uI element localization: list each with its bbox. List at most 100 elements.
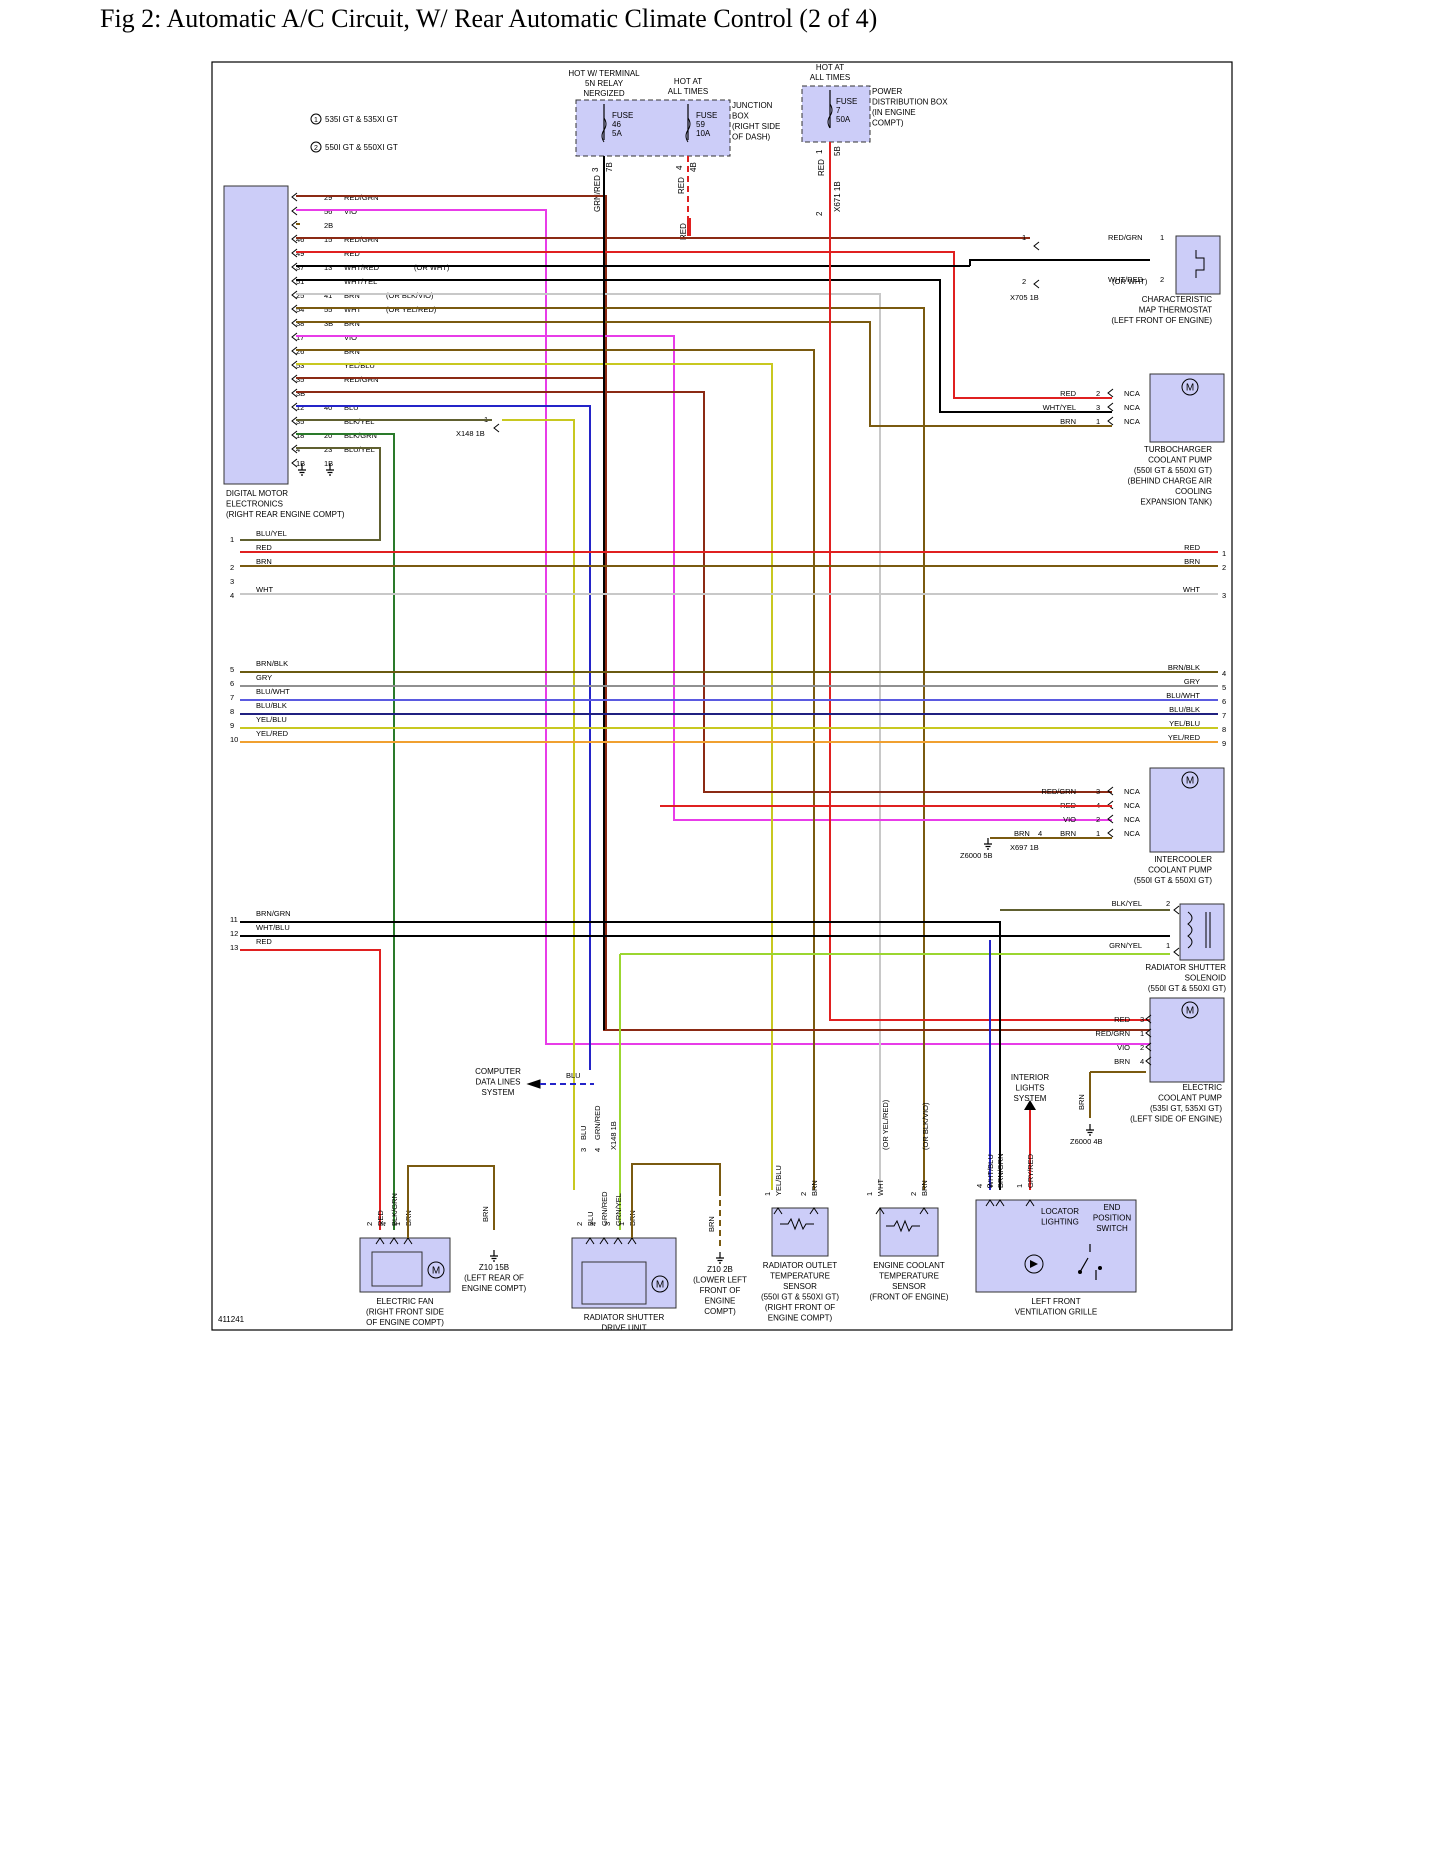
pin-label: 1 (1015, 1184, 1024, 1188)
pin-label: 12 (296, 403, 304, 412)
characteristic-map-thermostat (1175, 235, 1221, 295)
diagram-label: (535I GT, 535XI GT) (1150, 1104, 1222, 1113)
wire-label: BLU (566, 1071, 581, 1080)
connector-icon (291, 234, 298, 244)
wire-wht-ect (296, 293, 881, 1190)
diagram-label: TEMPERATURE (770, 1272, 830, 1281)
diagram-label: MAP THERMOSTAT (1139, 306, 1212, 315)
pin-label: 4 (1140, 1057, 1144, 1066)
pin-label: 35 (296, 375, 304, 384)
connector-icon (1145, 1014, 1152, 1024)
pin-label: 1B (324, 459, 333, 468)
connector-icon (1145, 1028, 1152, 1038)
connector-icon (1107, 814, 1114, 824)
pin-label: 2 (815, 211, 824, 216)
pin-label: 2 (909, 1192, 918, 1196)
pin-label: 4 (379, 1222, 388, 1226)
diagram-label: JUNCTION (732, 101, 773, 110)
pin-label: 12 (230, 929, 238, 938)
diagram-label: SENSOR (892, 1282, 926, 1291)
pin-label: 8 (1222, 725, 1226, 734)
pin-label: 29 (324, 193, 332, 202)
pin-label: 1 (1140, 1029, 1144, 1038)
motor-icon (1181, 1001, 1199, 1019)
figure-id: 411241 (218, 1315, 245, 1324)
pin-label: 3 (603, 1222, 612, 1226)
pin-label: 4 (230, 591, 234, 600)
pin-label: 5 (230, 665, 234, 674)
pin-label: 2 (1096, 389, 1100, 398)
diagram-label: LIGHTING (1041, 1218, 1079, 1227)
electric-coolant-pump (1149, 997, 1225, 1083)
radiator-shutter-solenoid (1179, 903, 1225, 961)
pin-label: 4 (675, 165, 684, 170)
motor-icon (1181, 771, 1199, 789)
pin-label: 20 (324, 431, 332, 440)
diagram-label: 50A (836, 115, 851, 124)
wire-brn-ros (296, 349, 815, 1190)
wire-label: RED/GRN (1041, 787, 1076, 796)
sensor-icon (780, 1217, 814, 1231)
pin-label: 7B (605, 162, 614, 172)
pin-label: 1 (393, 1222, 402, 1226)
diagram-label: OF ENGINE COMPT) (366, 1318, 444, 1327)
pin-label: 25 (296, 291, 304, 300)
pin-label: 2 (985, 1184, 994, 1188)
pin-label: 2 (1140, 1043, 1144, 1052)
diagram-label: Z10 15B (479, 1263, 509, 1272)
diagram-label: (LEFT SIDE OF ENGINE) (1130, 1115, 1222, 1124)
wire-note: (OR BLK/VIO) (921, 1102, 930, 1150)
wire-label: VIO (344, 207, 357, 216)
diagram-label: FUSE (696, 111, 717, 120)
diagram-label: COOLING (1175, 487, 1212, 496)
connector-icon (291, 402, 298, 412)
sensor-icon (886, 1219, 920, 1233)
ground-id: Z6000 5B (960, 851, 993, 860)
diagram-label: RADIATOR SHUTTER (584, 1313, 665, 1322)
wire-label: BRN (810, 1180, 819, 1196)
diagram-label: 46 (612, 120, 621, 129)
diagram-label: CHARACTERISTIC (1142, 295, 1212, 304)
diagram-label: DATA LINES (475, 1078, 520, 1087)
diagram-label: ALL TIMES (668, 87, 708, 96)
wire-label: WHT/RED (344, 263, 380, 272)
diagram-label: ELECTRIC FAN (376, 1297, 434, 1306)
diagram-label: ALL TIMES (810, 73, 850, 82)
wire-label: RED/GRN (344, 375, 379, 384)
diagram-label: (RIGHT FRONT SIDE (366, 1308, 444, 1317)
pin-note: NCA (1124, 787, 1140, 796)
wire-label: WHT/RED (1108, 275, 1144, 284)
ground-icon (326, 464, 334, 476)
diagram-label: INTERIOR (1011, 1073, 1049, 1082)
connector-icon (375, 1237, 385, 1245)
connector-icon (1033, 241, 1040, 251)
wire-label: RED (677, 177, 686, 194)
wire-label: GRY (256, 673, 272, 682)
thermostat-icon (1195, 250, 1205, 278)
diagram-label: LEFT FRONT (1031, 1297, 1080, 1306)
wire-label: WHT (344, 305, 361, 314)
wire-label: RED (1184, 543, 1200, 552)
wire-blu-yel (240, 447, 381, 541)
wire-yel-blu-2 (502, 419, 575, 1190)
pin-label: 4 (975, 1184, 984, 1188)
ground-icon (298, 464, 306, 476)
wire-label: RED (256, 543, 272, 552)
wire-label: BLU (344, 403, 359, 412)
connector-icon (389, 1237, 399, 1245)
radiator-outlet-temperature-sensor (771, 1207, 829, 1257)
connector-icon (291, 276, 298, 286)
wire-label: GRY/RED (1026, 1153, 1035, 1188)
wire-label: BRN (344, 291, 360, 300)
diagram-label: EXPANSION TANK) (1140, 498, 1212, 507)
power-distribution-box (801, 85, 871, 143)
connector-icon (599, 1237, 609, 1245)
diagram-label: (550I GT & 550XI GT) (761, 1293, 839, 1302)
connector-id: X148 1B (456, 429, 485, 438)
wire-label: YEL/BLU (1169, 719, 1200, 728)
connector-icon (1025, 1199, 1035, 1207)
diagram-label: COMPUTER (475, 1067, 521, 1076)
diagram-label: COOLANT PUMP (1158, 1094, 1222, 1103)
page-title: Fig 2: Automatic A/C Circuit, W/ Rear Au… (100, 4, 878, 33)
connector-icon (291, 192, 298, 202)
